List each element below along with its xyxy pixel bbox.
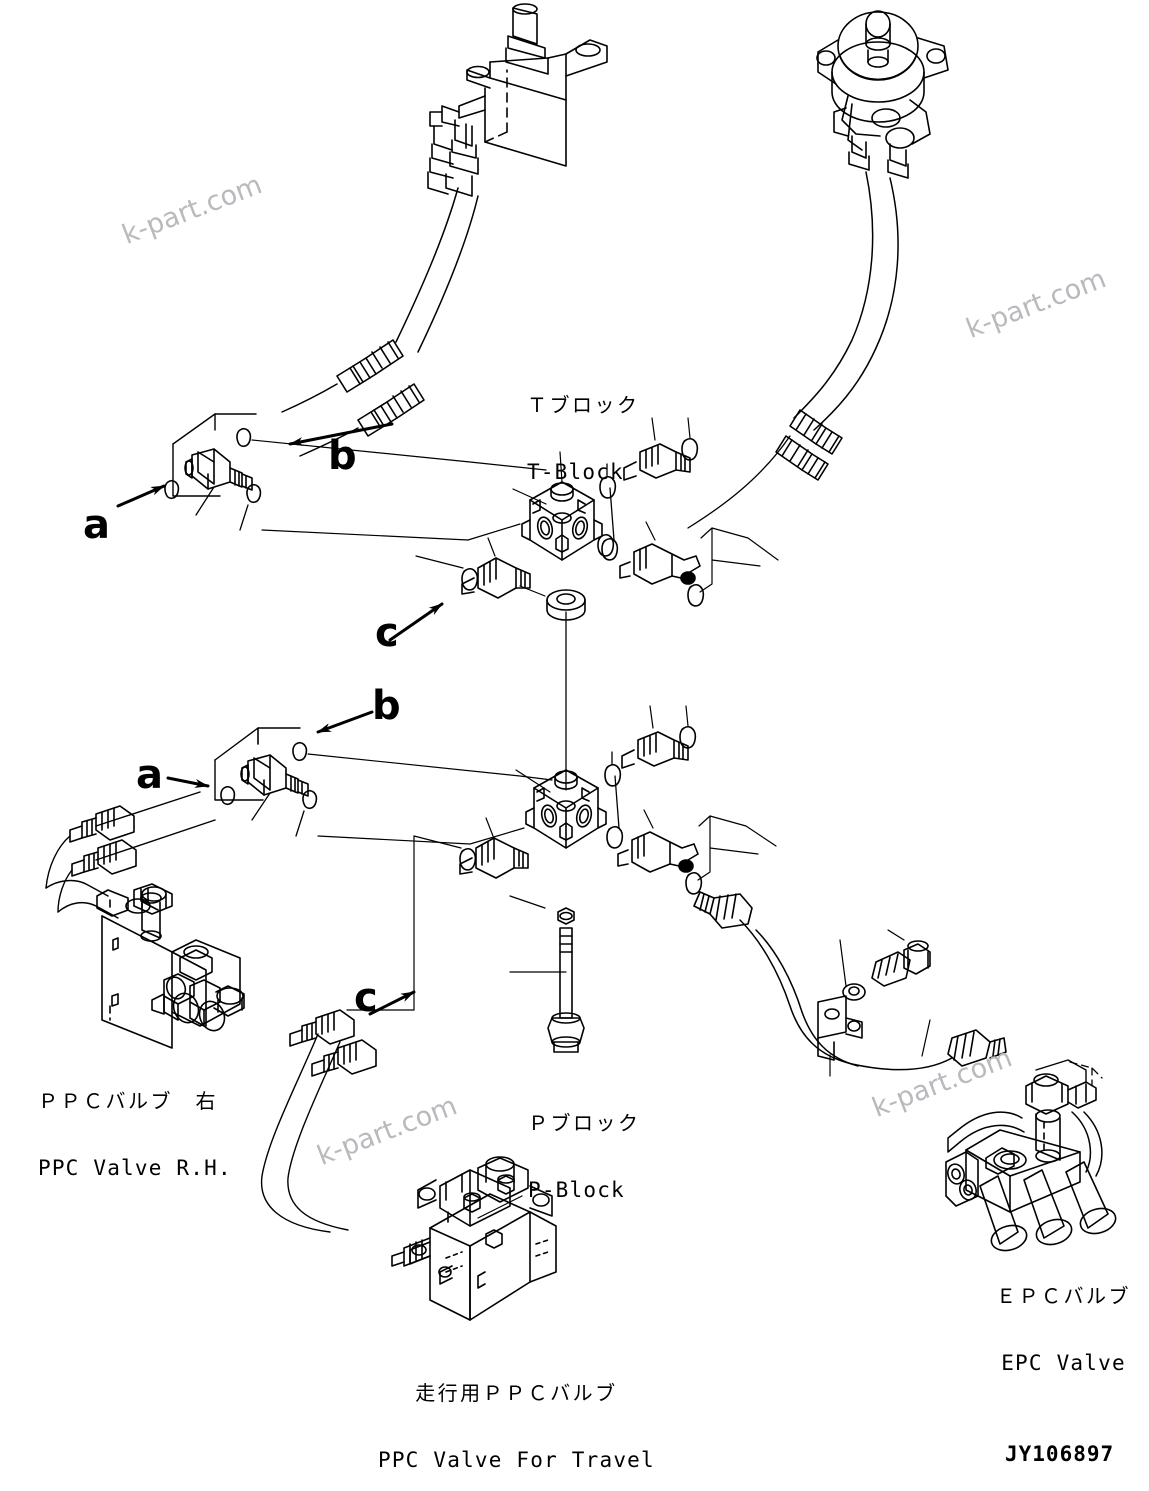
lower-oring-lower-right — [685, 871, 703, 895]
callout-b-lower: b — [372, 683, 401, 729]
epc-hose-fitting-left — [693, 891, 753, 929]
upper-left-elbow-group — [164, 413, 262, 531]
travel-ppc-hose-pair — [260, 1009, 377, 1233]
epc-valve-body — [945, 1059, 1117, 1252]
ppc-valve-rh-label: ＰＰＣバルブ 右 PPC Valve R.H. — [38, 1048, 232, 1223]
lower-fitting-nipple-1 — [621, 705, 689, 769]
ppc-valve-for-travel-label-en: PPC Valve For Travel — [378, 1448, 655, 1473]
epc-hose-assembly — [693, 891, 1007, 1077]
t-block-label: Ｔブロック T-Block — [527, 352, 640, 527]
drawing-number: JY106897 — [1005, 1442, 1115, 1466]
p-block-label: Ｐブロック P-Block — [528, 1070, 641, 1245]
hose-fitting-right-2 — [775, 435, 829, 481]
ppc-valve-for-travel-label-jp: 走行用ＰＰＣバルブ — [415, 1380, 618, 1405]
callout-a-upper: a — [83, 502, 110, 548]
upper-solenoid-valve-assembly — [427, 3, 608, 197]
callout-c-upper: c — [375, 610, 399, 656]
hose-fitting-upper-2 — [357, 383, 425, 437]
travel-hose-fitting-2 — [311, 1039, 377, 1077]
callout-c-lower: c — [354, 975, 378, 1021]
ppc-valve-for-travel-body — [391, 1156, 557, 1321]
arrow-c-upper — [388, 602, 444, 642]
t-block-label-jp: Ｔブロック — [527, 392, 640, 417]
t-block-label-en: T-Block — [527, 460, 624, 485]
lower-c-oring — [346, 835, 477, 1011]
callout-arrows — [116, 422, 444, 1016]
lower-left-elbow-group — [214, 727, 318, 837]
ppc-valve-rh-label-en: PPC Valve R.H. — [38, 1156, 232, 1181]
t-block-oring-right — [597, 533, 615, 557]
upper-c-fitting — [461, 537, 531, 599]
upper-right-hose-pair — [775, 171, 899, 481]
ppc-rh-fitting-2 — [71, 839, 137, 877]
arrow-a-upper — [116, 484, 166, 508]
long-bolt — [509, 927, 585, 1053]
hose-fitting-upper-1 — [336, 339, 404, 393]
upper-c-oring — [415, 555, 479, 591]
lower-c-fitting — [459, 817, 529, 879]
upper-t-block-oring-hangers — [599, 463, 619, 561]
lower-oring-top-right — [679, 705, 697, 749]
ppc-rh-hose-pair — [45, 791, 216, 913]
ppc-valve-rh-body — [45, 879, 245, 1049]
travel-hose-fitting-1 — [289, 1009, 355, 1047]
ppc-rh-fitting-1 — [69, 805, 135, 843]
lower-right-bracket-lines — [697, 815, 777, 881]
epc-valve-label: ＥＰＣバルブ EPC Valve — [996, 1243, 1131, 1418]
ppc-valve-for-travel-label: 走行用ＰＰＣバルブ PPC Valve For Travel — [378, 1340, 655, 1491]
upper-right-bracket-lines — [687, 435, 791, 593]
upper-oring-top-right — [681, 417, 699, 461]
lower-leader-lines — [307, 753, 553, 845]
upper-oring-lower-right — [687, 583, 705, 607]
callout-a-lower: a — [136, 752, 163, 798]
arrow-b-upper — [288, 422, 394, 446]
t-block-manifold — [512, 451, 603, 561]
lower-washer — [509, 895, 575, 925]
arrow-c-lower — [368, 990, 416, 1016]
upper-washer — [519, 585, 586, 621]
ppc-valve-rh-label-jp: ＰＰＣバルブ 右 — [38, 1088, 218, 1113]
p-block-label-en: P-Block — [528, 1178, 625, 1203]
arrow-b-lower — [316, 710, 374, 734]
epc-hose-fitting-right — [947, 1029, 1007, 1067]
upper-leader-lines — [251, 439, 547, 541]
upper-fitting-tee — [619, 521, 701, 585]
arrow-a-lower — [166, 776, 210, 788]
upper-left-hose-pair — [281, 187, 479, 457]
epc-valve-label-en: EPC Valve — [1001, 1351, 1126, 1376]
p-block-label-jp: Ｐブロック — [528, 1110, 641, 1135]
lower-fitting-tee — [617, 809, 699, 873]
epc-valve-label-jp: ＥＰＣバルブ — [996, 1283, 1131, 1308]
lower-p-block-oring-hangers — [604, 751, 624, 849]
p-block-manifold — [515, 769, 607, 849]
upper-right-valve-device — [816, 10, 949, 179]
hose-fitting-right-1 — [789, 409, 843, 455]
callout-b-upper: b — [328, 433, 357, 479]
